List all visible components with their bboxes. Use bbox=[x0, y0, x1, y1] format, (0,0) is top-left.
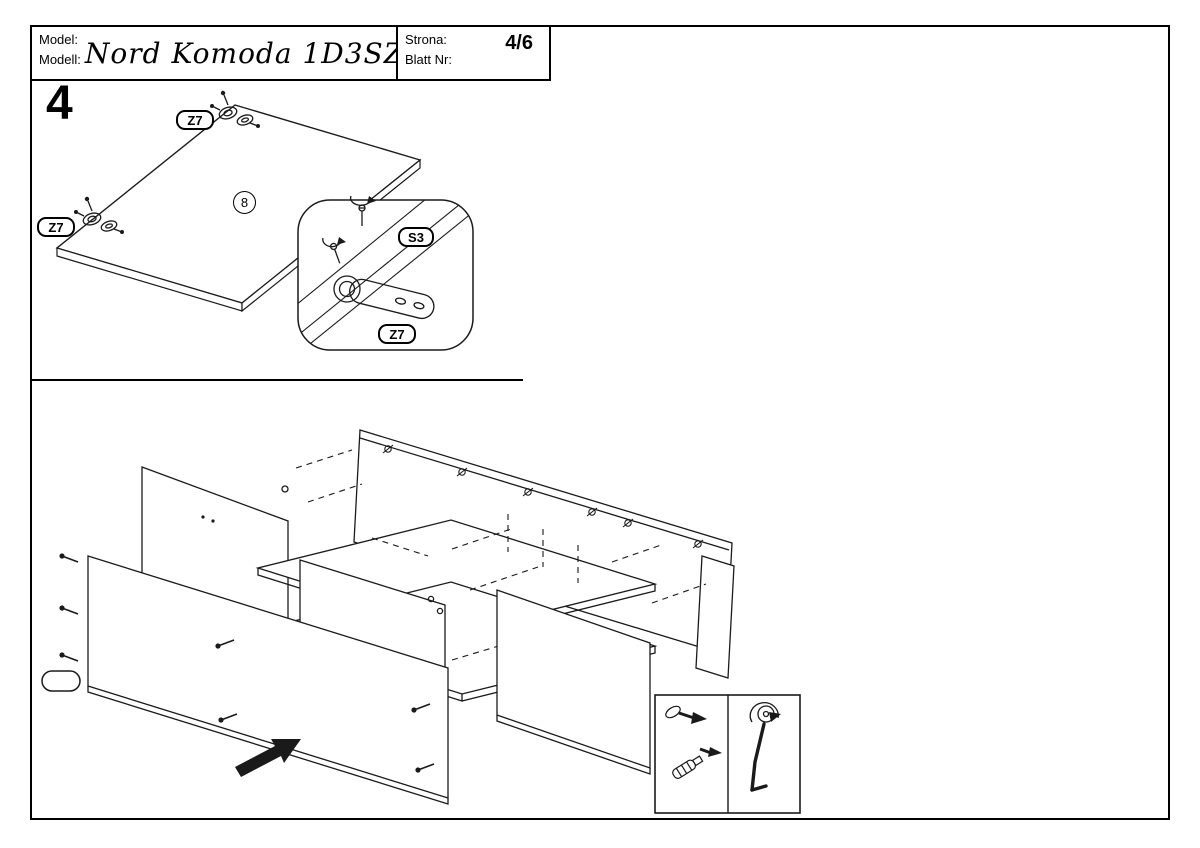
cam-icon bbox=[749, 702, 781, 723]
cam-lock-marks bbox=[382, 444, 704, 549]
model-label-pl: Model: bbox=[39, 32, 79, 47]
insert-arrow-icon bbox=[678, 711, 707, 724]
front-panel-right bbox=[496, 589, 651, 775]
section-divider bbox=[31, 379, 523, 381]
detail-hinge-icon bbox=[333, 275, 435, 320]
hole-icon bbox=[665, 705, 681, 719]
model-labels: Model: Modell: bbox=[32, 27, 83, 69]
page-label-de: Blatt Nr: bbox=[405, 51, 452, 67]
projection-lines bbox=[295, 449, 707, 661]
detail-screw-left-icon bbox=[322, 237, 346, 264]
detail-screw-top-icon bbox=[349, 195, 376, 226]
part-number-badge: 8 bbox=[233, 191, 256, 214]
right-side-panel bbox=[695, 555, 735, 679]
model-name: Nord Komoda 1D3SZ bbox=[84, 37, 405, 70]
face-screw-icons bbox=[215, 639, 435, 773]
hardware-inset bbox=[654, 694, 801, 814]
hinge-callout-top: Z7 bbox=[176, 110, 214, 130]
dowel-icon bbox=[672, 755, 704, 779]
page-labels: Strona: Blatt Nr: bbox=[398, 27, 549, 69]
model-label-de: Modell: bbox=[39, 51, 81, 67]
cabinet-exploded-drawing bbox=[41, 429, 801, 814]
assembly-arrow bbox=[235, 739, 301, 777]
model-header-cell: Model: Modell: Nord Komoda 1D3SZ bbox=[30, 25, 403, 81]
dowel-arrow-icon bbox=[699, 747, 722, 757]
page-number: 4/6 bbox=[505, 32, 533, 54]
hinge-top-icon bbox=[210, 90, 260, 128]
screw-callout: S3 bbox=[398, 227, 434, 247]
hinge-callout-detail: Z7 bbox=[378, 324, 416, 344]
edge-screw-icons bbox=[59, 553, 79, 662]
front-panel-large bbox=[87, 555, 449, 805]
hex-key-icon bbox=[750, 722, 768, 792]
step-number: 4 bbox=[46, 77, 73, 130]
hinge-left-icon bbox=[74, 196, 124, 234]
part-label-oval bbox=[41, 670, 81, 692]
page-header-cell: Strona: Blatt Nr: 4/6 bbox=[396, 25, 551, 81]
hinge-callout-left: Z7 bbox=[37, 217, 75, 237]
page-label-pl: Strona: bbox=[405, 32, 447, 47]
